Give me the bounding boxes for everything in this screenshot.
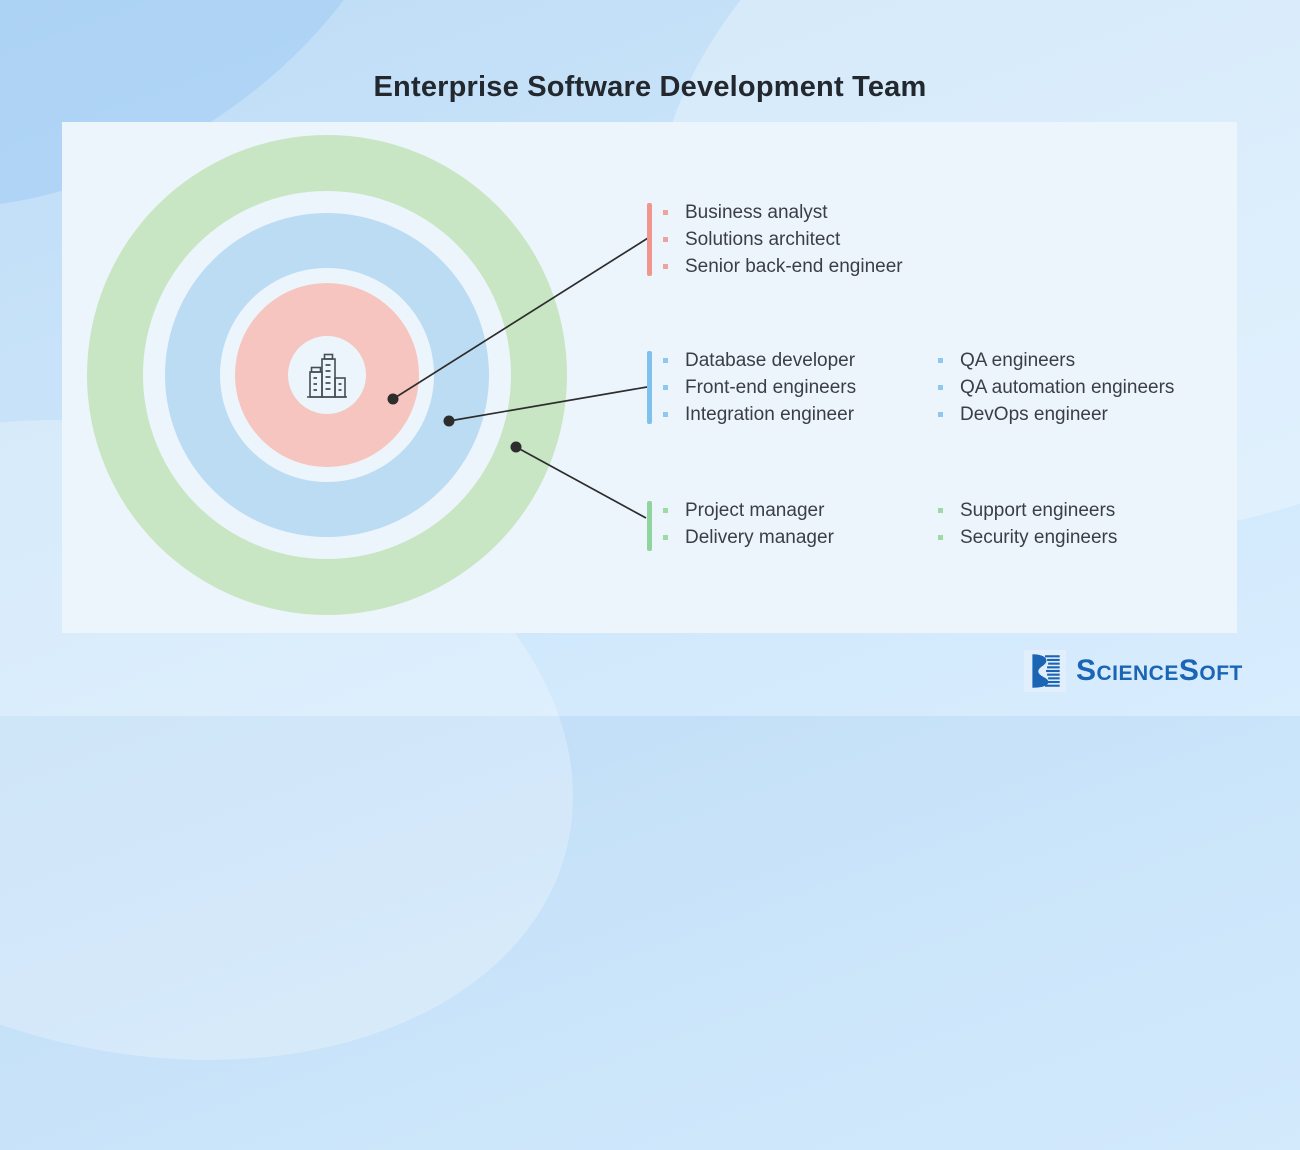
bullet-icon [663,210,668,215]
role-label: Security engineers [960,527,1118,548]
role-item: Delivery manager [663,524,922,551]
bullet-icon [938,412,943,417]
role-label: Delivery manager [685,527,834,548]
role-label: Project manager [685,500,825,521]
bullet-icon [938,385,943,390]
role-label: Integration engineer [685,404,855,425]
core-circle [288,336,366,414]
role-item: Senior back-end engineer [663,253,922,280]
role-item: DevOps engineer [938,401,1188,428]
bullet-icon [663,385,668,390]
role-group-core-team: Business analyst Solutions architect Sen… [647,199,922,280]
sciencesoft-logo: ScienceSoft [1024,650,1243,692]
role-list: Business analyst Solutions architect Sen… [663,199,922,280]
bullet-icon [938,508,943,513]
role-label: DevOps engineer [960,404,1108,425]
connector-dot-core [387,393,399,405]
role-item: Front-end engineers [663,374,922,401]
role-label: Database developer [685,350,856,371]
role-item: Integration engineer [663,401,922,428]
role-group-middle-ring-team: Database developer Front-end engineers I… [647,347,1188,428]
page-title: Enterprise Software Development Team [373,71,927,104]
role-item: Support engineers [938,497,1188,524]
role-list: Project manager Delivery manager [663,497,922,555]
bullet-icon [663,237,668,242]
group-accent-bar [647,203,652,276]
role-group-outer-ring-team: Project manager Delivery manager Support… [647,497,1188,555]
sciencesoft-logo-text: ScienceSoft [1076,654,1243,687]
bullet-icon [663,412,668,417]
group-accent-bar [647,351,652,424]
group-accent-bar [647,501,652,551]
role-item: QA engineers [938,347,1188,374]
bullet-icon [663,264,668,269]
bullet-icon [663,358,668,363]
role-item: Business analyst [663,199,922,226]
role-item: QA automation engineers [938,374,1188,401]
role-item: Project manager [663,497,922,524]
role-item: Database developer [663,347,922,374]
bullet-icon [938,358,943,363]
bullet-icon [938,535,943,540]
role-label: Support engineers [960,500,1116,521]
office-buildings-icon [307,353,347,398]
connector-lines [387,237,649,519]
role-list: Database developer Front-end engineers I… [663,347,922,428]
role-item: Security engineers [938,524,1188,551]
bullet-icon [663,535,668,540]
role-list: Support engineers Security engineers [938,497,1188,555]
role-label: Front-end engineers [685,377,857,398]
diagram-panel: Business analyst Solutions architect Sen… [62,122,1237,633]
connector-dot-middle [443,415,455,427]
role-label: Solutions architect [685,229,841,250]
bullet-icon [663,508,668,513]
sciencesoft-logo-icon [1024,650,1066,692]
role-label: QA automation engineers [960,377,1175,398]
role-item: Solutions architect [663,226,922,253]
role-label: QA engineers [960,350,1076,371]
role-label: Business analyst [685,202,828,223]
role-list: QA engineers QA automation engineers Dev… [938,347,1188,428]
role-label: Senior back-end engineer [685,256,903,277]
connector-dot-outer [510,441,522,453]
